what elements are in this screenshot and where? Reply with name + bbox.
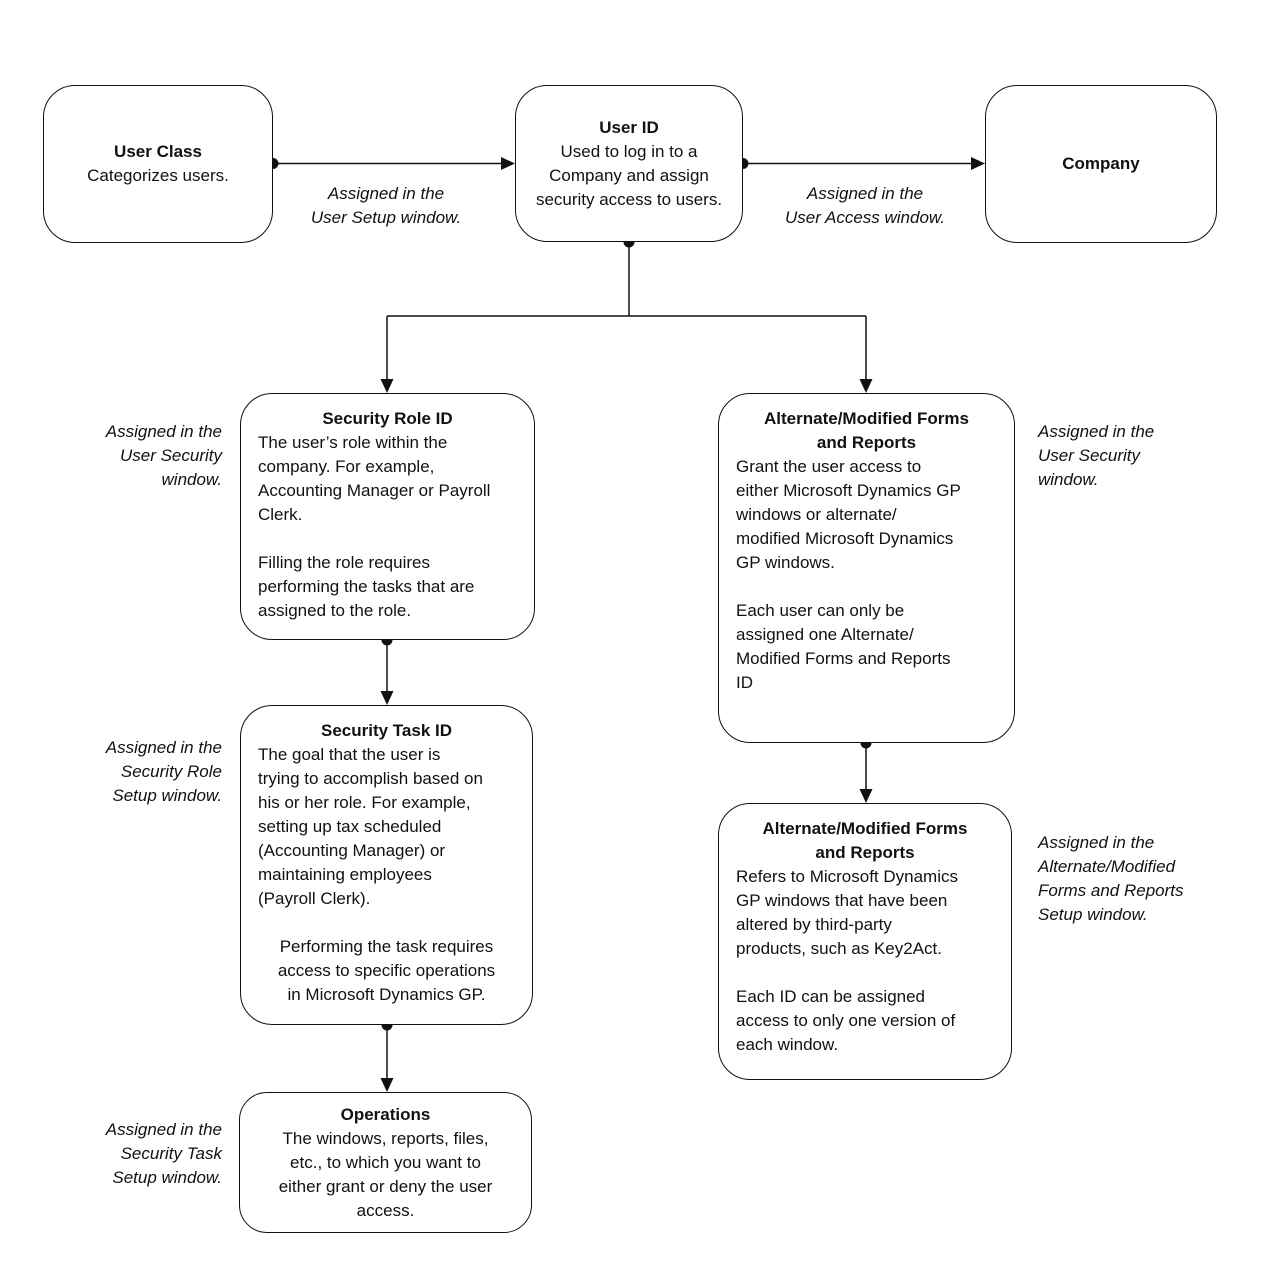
node-operations: Operations The windows, reports, files, … <box>239 1092 532 1233</box>
node-title: Alternate/Modified Forms and Reports <box>764 409 969 452</box>
node-security-task-id: Security Task ID The goal that the user … <box>240 705 533 1025</box>
arrowhead-icon <box>971 157 985 170</box>
label-security-role-setup-window: Assigned in the Security Role Setup wind… <box>105 738 222 805</box>
node-security-role-id: Security Role ID The user’s role within … <box>240 393 535 640</box>
paragraph-gap <box>258 527 517 551</box>
paragraph-gap <box>736 961 994 985</box>
node-body: The user’s role within the company. For … <box>258 433 491 524</box>
connector-user-id-to-company <box>737 157 985 170</box>
paragraph-gap <box>258 911 515 935</box>
node-title: Security Role ID <box>322 409 453 428</box>
node-title: User ID <box>599 117 659 137</box>
node-title: Security Task ID <box>320 721 453 740</box>
connector-altforms-to-altforms <box>859 737 873 803</box>
node-user-class: User Class Categorizes users. <box>43 85 273 243</box>
label-user-security-window-left: Assigned in the User Security window. <box>105 422 222 489</box>
node-title: User Class <box>114 142 202 161</box>
node-company: Company <box>985 85 1217 243</box>
node-body: Refers to Microsoft Dynamics GP windows … <box>736 867 958 958</box>
node-alternate-modified-forms-setup: Alternate/Modified Forms and Reports Ref… <box>718 803 1012 1080</box>
label-user-access-window: Assigned in the User Access window. <box>785 184 945 227</box>
arrowhead-icon <box>501 157 515 170</box>
node-body: Categorizes users. <box>87 166 229 185</box>
node-body: Performing the task requires access to s… <box>277 937 496 1004</box>
node-alternate-modified-forms-assign: Alternate/Modified Forms and Reports Gra… <box>718 393 1015 743</box>
node-title: Alternate/Modified Forms and Reports <box>762 819 968 862</box>
label-security-task-setup-window: Assigned in the Security Task Setup wind… <box>105 1120 222 1187</box>
node-body: The goal that the user is trying to acco… <box>258 745 483 908</box>
node-body: Filling the role requires performing the… <box>258 553 475 620</box>
paragraph-gap <box>736 575 997 599</box>
connector-role-to-task <box>380 634 394 705</box>
node-body: Each user can only be assigned one Alter… <box>736 601 951 692</box>
connector-user-id-branch <box>380 236 873 393</box>
label-alt-forms-reports-setup-window: Assigned in the Alternate/Modified Forms… <box>1038 833 1184 924</box>
node-user-id: User ID Used to log in to a Company and … <box>515 85 743 242</box>
node-body: The windows, reports, files, etc., to wh… <box>278 1128 493 1220</box>
label-user-setup-window: Assigned in the User Setup window. <box>310 184 462 227</box>
arrowhead-icon <box>859 789 873 803</box>
connector-user-class-to-user-id <box>267 157 515 170</box>
node-title: Company <box>1062 154 1140 173</box>
arrowhead-icon <box>380 691 394 705</box>
node-body: Grant the user access to either Microsof… <box>736 457 961 572</box>
connector-task-to-operations <box>380 1019 394 1092</box>
arrowhead-icon <box>380 379 394 393</box>
node-body: Used to log in to a Company and assign s… <box>535 141 723 209</box>
node-title: Operations <box>340 1104 431 1124</box>
arrowhead-icon <box>859 379 873 393</box>
node-body: Each ID can be assigned access to only o… <box>736 987 956 1054</box>
arrowhead-icon <box>380 1078 394 1092</box>
label-user-security-window-right: Assigned in the User Security window. <box>1038 422 1155 489</box>
